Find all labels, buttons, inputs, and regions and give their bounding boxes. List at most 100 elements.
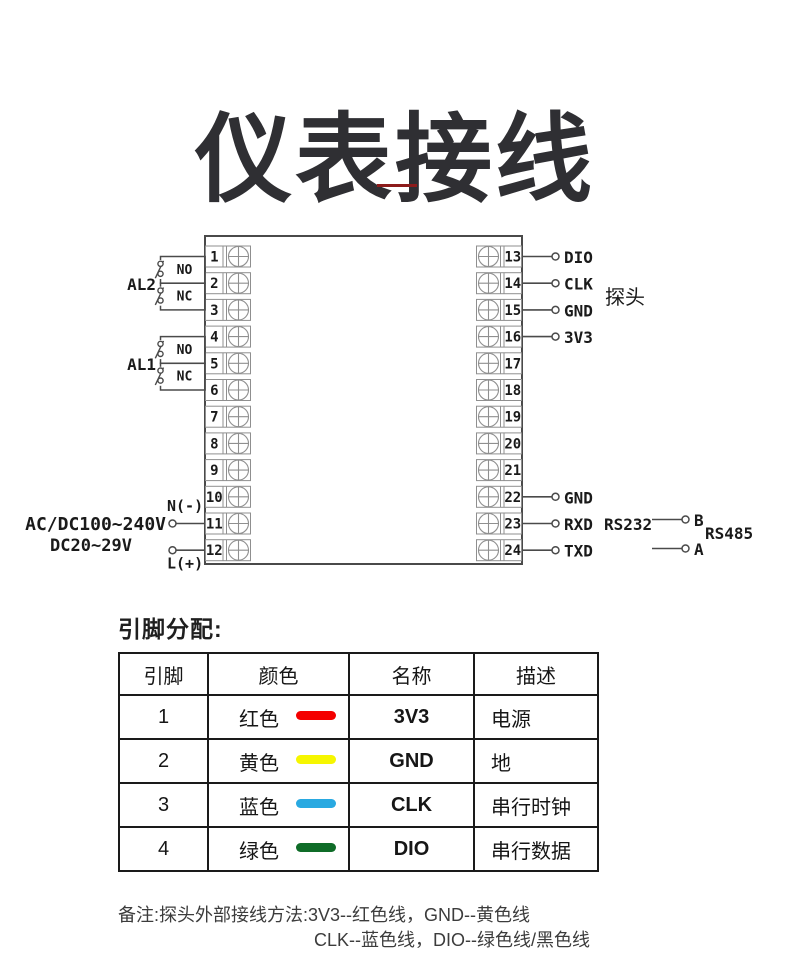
pin-number: 20 xyxy=(504,436,521,452)
pin-cell: 15 xyxy=(476,298,522,321)
neutral-label: N(-) xyxy=(167,497,203,515)
terminal-circle-icon xyxy=(551,492,560,502)
cell-desc: 串行时钟 xyxy=(473,782,599,828)
cell-pin: 4 xyxy=(118,826,209,872)
al1-no-label: NO xyxy=(177,343,193,358)
title-underline xyxy=(377,184,417,187)
color-swatch xyxy=(296,799,336,808)
terminal-circle-icon xyxy=(168,545,177,555)
terminal-circle-icon xyxy=(551,332,560,341)
cell-name: CLK xyxy=(348,782,475,828)
color-swatch xyxy=(296,711,336,720)
relay-al1: NO NC AL1 xyxy=(127,335,206,391)
pin-cell: 21 xyxy=(476,459,522,482)
al1-nc-label: NC xyxy=(177,370,193,385)
pin-assignment-heading: 引脚分配: xyxy=(118,616,223,642)
pin23-signal-label: RXD xyxy=(564,515,593,534)
al2-label: AL2 xyxy=(127,275,156,294)
probe-connections: DIO CLK GND 3V3 探头 xyxy=(522,248,645,347)
pin-number: 4 xyxy=(210,330,218,346)
pin-number: 13 xyxy=(504,250,521,266)
pin22-signal-label: GND xyxy=(564,488,593,507)
pin-number: 14 xyxy=(504,276,521,292)
cell-name: 3V3 xyxy=(348,694,475,740)
rs485-label: RS485 xyxy=(705,524,753,543)
pin-number: 3 xyxy=(210,303,218,319)
pin-cell: 19 xyxy=(476,405,522,428)
cell-desc: 地 xyxy=(473,738,599,784)
terminal-circle-icon xyxy=(681,515,690,524)
pin-number: 7 xyxy=(210,410,218,426)
cell-desc: 串行数据 xyxy=(473,826,599,872)
al2-no-label: NO xyxy=(177,263,193,278)
terminal-circle-icon xyxy=(551,519,560,528)
table-row: 4 绿色 DIO 串行数据 xyxy=(118,826,599,872)
pin-cell: 16 xyxy=(476,325,522,348)
pin-number: 11 xyxy=(206,517,223,533)
pin-cell: 2 xyxy=(205,272,251,295)
cell-name: DIO xyxy=(348,826,475,872)
pin-number: 16 xyxy=(504,330,521,346)
pin16-signal-label: 3V3 xyxy=(564,328,593,347)
terminal-circle-icon xyxy=(551,545,560,555)
pin-number: 23 xyxy=(504,517,521,533)
color-name: 红色 xyxy=(239,708,279,731)
table-row: 2 黄色 GND 地 xyxy=(118,738,599,784)
pin-cell: 23 xyxy=(476,512,522,535)
cell-name: GND xyxy=(348,738,475,784)
rs232-label: RS232 xyxy=(604,515,652,534)
terminal-circle-icon xyxy=(681,544,690,553)
terminal-circle-icon xyxy=(551,278,560,288)
note-line-2: CLK--蓝色线，DIO--绿色线/黑色线 xyxy=(314,930,590,950)
pin-cell: 20 xyxy=(476,432,522,455)
color-name: 蓝色 xyxy=(239,796,279,819)
al2-nc-label: NC xyxy=(177,290,193,305)
pin-cell: 18 xyxy=(476,379,522,401)
cell-desc: 电源 xyxy=(473,694,599,740)
color-swatch xyxy=(296,843,336,852)
pin-number: 22 xyxy=(504,490,521,506)
pin15-signal-label: GND xyxy=(564,301,593,320)
pin-cell: 8 xyxy=(205,432,251,455)
terminal-circle-icon xyxy=(168,519,177,528)
pin-number: 8 xyxy=(210,436,218,452)
pin-cell: 22 xyxy=(476,485,522,508)
terminal-circle-icon xyxy=(551,305,560,315)
page-title: 仪表接线 xyxy=(195,104,595,214)
pin-cell: 3 xyxy=(205,298,251,321)
pin-cell: 7 xyxy=(205,405,251,428)
power-input: N(-) L(+) AC/DC100~240V DC20~29V xyxy=(25,497,205,573)
header-pin: 引脚 xyxy=(118,652,209,696)
pin-cell: 24 xyxy=(476,539,522,562)
pin-number: 17 xyxy=(504,356,521,372)
color-name: 绿色 xyxy=(239,840,279,863)
cell-color: 蓝色 xyxy=(207,782,350,828)
pin24-signal-label: TXD xyxy=(564,542,593,561)
header-color: 颜色 xyxy=(207,652,350,696)
color-name: 黄色 xyxy=(239,752,279,775)
pin-number: 10 xyxy=(206,490,223,506)
cell-pin: 1 xyxy=(118,694,209,740)
power-range-2: DC20~29V xyxy=(50,536,132,556)
pin-cell: 13 xyxy=(476,245,522,268)
pin-number: 12 xyxy=(206,543,223,559)
pin-cell: 1 xyxy=(205,245,251,268)
pin-cell: 5 xyxy=(205,352,251,375)
pin-number: 15 xyxy=(504,303,521,319)
pin-number: 18 xyxy=(504,383,521,399)
note-line-1: 备注:探头外部接线方法:3V3--红色线，GND--黄色线 xyxy=(118,905,531,925)
pin-cell: 10 xyxy=(205,485,251,508)
terminal-block-outline xyxy=(204,235,523,565)
pin-number: 5 xyxy=(210,356,218,372)
terminal-circle-icon xyxy=(551,252,560,261)
color-swatch xyxy=(296,755,336,764)
table-row: 3 蓝色 CLK 串行时钟 xyxy=(118,782,599,828)
pin-cell: 4 xyxy=(205,325,251,348)
pin-number: 1 xyxy=(210,250,218,266)
cell-pin: 3 xyxy=(118,782,209,828)
header-desc: 描述 xyxy=(473,652,599,696)
pin-cell: 11 xyxy=(205,512,251,535)
relay-al2: NO NC AL2 xyxy=(127,255,206,311)
